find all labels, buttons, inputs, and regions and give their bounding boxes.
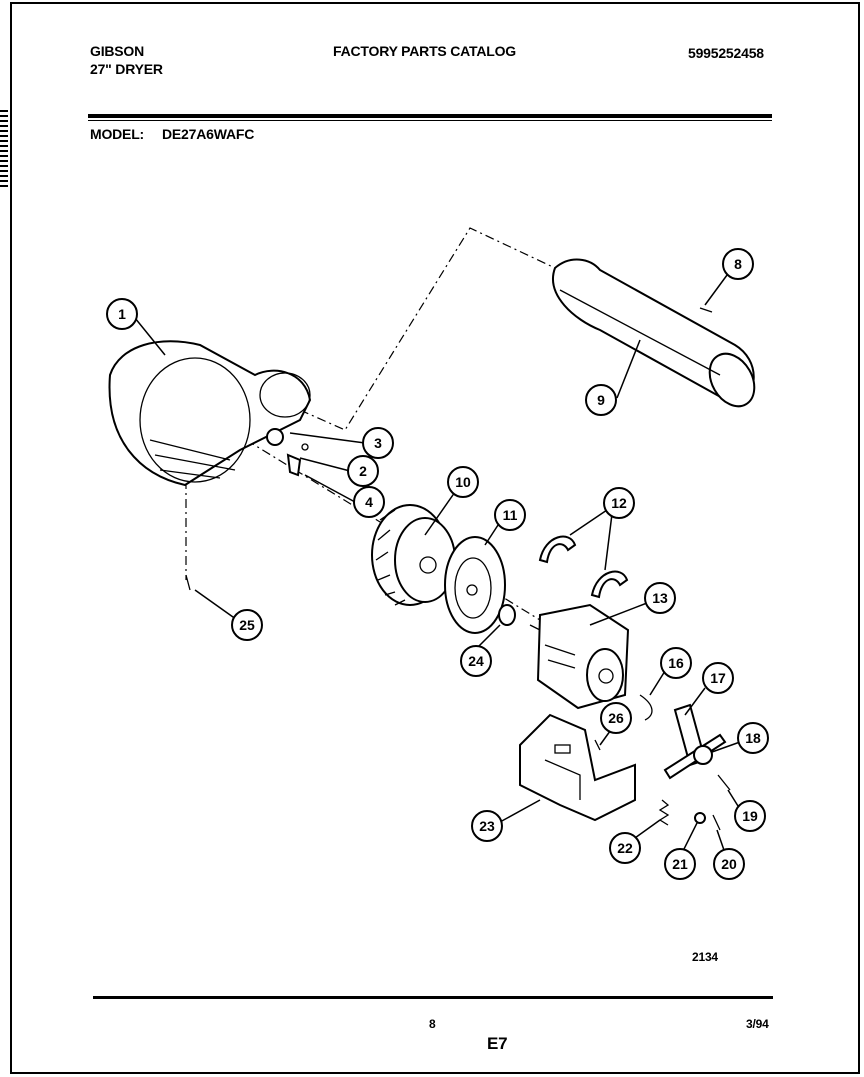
callout-10: 10 [447, 466, 479, 498]
assembly-line-2 [229, 429, 541, 621]
screw-19-part [717, 774, 731, 791]
callout-label: 22 [617, 840, 633, 856]
header-rule-thick [88, 114, 772, 118]
callout-label: 23 [479, 818, 495, 834]
idler-arm-part [663, 703, 727, 780]
callout-label: 11 [503, 507, 518, 523]
callout-26: 26 [600, 702, 632, 734]
callout-label: 18 [745, 730, 761, 746]
callout-label: 13 [652, 590, 668, 606]
brand-name: GIBSON [90, 43, 145, 59]
callout-label: 16 [668, 655, 684, 671]
blower-housing-part [108, 340, 312, 487]
diagram-code: 2134 [692, 950, 718, 964]
assembly-line [299, 227, 556, 431]
callout-9: 9 [585, 384, 617, 416]
exhaust-duct-part [552, 258, 756, 408]
leader-lines [134, 270, 741, 854]
footer-rule [93, 996, 773, 999]
callout-18: 18 [737, 722, 769, 754]
clamp-part-2 [590, 570, 629, 599]
catalog-title: FACTORY PARTS CATALOG [333, 43, 516, 59]
ring-part [498, 604, 516, 626]
callout-8: 8 [722, 248, 754, 280]
callout-22: 22 [609, 832, 641, 864]
callout-label: 17 [710, 670, 726, 686]
screw-20-part [712, 814, 721, 831]
screw-26-part [594, 739, 601, 751]
clamp-part [538, 535, 577, 564]
product-name: 27" DRYER [90, 61, 163, 77]
scan-edge-marks [0, 110, 8, 190]
pulley-plate-part [444, 536, 506, 634]
callout-4: 4 [353, 486, 385, 518]
callout-11: 11 [494, 499, 526, 531]
callout-label: 2 [359, 463, 367, 479]
callout-19: 19 [734, 800, 766, 832]
callout-3: 3 [362, 427, 394, 459]
callout-24: 24 [460, 645, 492, 677]
callout-25: 25 [231, 609, 263, 641]
catalog-number: 5995252458 [688, 45, 764, 61]
callout-23: 23 [471, 810, 503, 842]
callout-12: 12 [603, 487, 635, 519]
model-value: DE27A6WAFC [162, 126, 255, 142]
blower-wheel-part [371, 504, 456, 606]
callout-label: 1 [118, 306, 126, 322]
page-frame [10, 2, 860, 1074]
callout-label: 26 [608, 710, 624, 726]
fitting-parts [266, 428, 309, 477]
callout-label: 12 [611, 495, 627, 511]
callout-label: 25 [239, 617, 255, 633]
motor-mount-part [519, 713, 636, 822]
callout-21: 21 [664, 848, 696, 880]
screw-25-part [185, 574, 191, 591]
callout-17: 17 [702, 662, 734, 694]
page-number: 8 [429, 1017, 436, 1031]
clip-part [639, 694, 653, 721]
callout-1: 1 [106, 298, 138, 330]
issue-date: 3/94 [746, 1017, 769, 1031]
callout-label: 4 [365, 494, 373, 510]
callout-label: 3 [374, 435, 382, 451]
spring-22-part [658, 799, 670, 826]
section-code: E7 [487, 1034, 508, 1053]
callout-label: 10 [455, 474, 471, 490]
callout-16: 16 [660, 647, 692, 679]
model-label: MODEL: [90, 126, 145, 142]
callout-label: 21 [672, 856, 688, 872]
callout-label: 8 [734, 256, 742, 272]
screw-part [699, 307, 713, 313]
callout-label: 9 [597, 392, 605, 408]
header-rule-thin [88, 120, 772, 121]
callout-label: 20 [721, 856, 737, 872]
callout-label: 24 [468, 653, 484, 669]
callout-label: 19 [742, 808, 758, 824]
callout-20: 20 [713, 848, 745, 880]
motor-part [529, 603, 630, 710]
nut-21-part [694, 812, 706, 824]
callout-13: 13 [644, 582, 676, 614]
callout-2: 2 [347, 455, 379, 487]
